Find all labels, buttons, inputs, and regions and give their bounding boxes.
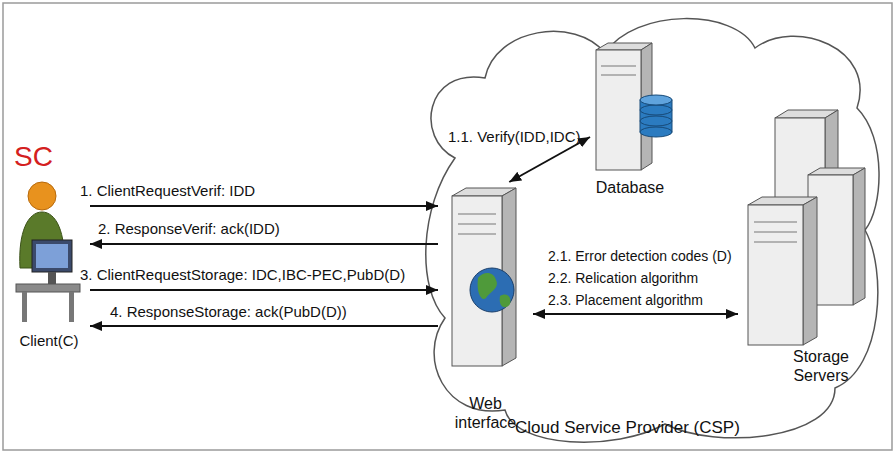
storage-servers-icon <box>748 110 865 345</box>
drive-slot <box>754 232 797 233</box>
server-side <box>803 197 817 345</box>
server-front <box>596 50 641 170</box>
drive-slot <box>601 75 636 76</box>
message-arrow <box>90 205 438 207</box>
edge-label: 2.3. Placement algorithm <box>548 292 703 309</box>
monitor-stand <box>48 272 56 284</box>
database-top <box>640 95 672 105</box>
database-disk <box>640 105 672 115</box>
drive-slot <box>458 234 496 235</box>
database-label: Database <box>585 178 675 197</box>
server-side <box>853 168 865 305</box>
drive-slot <box>458 214 496 215</box>
edge-label: 1. ClientRequestVerif: IDD <box>80 182 255 200</box>
step-note: 2.1. Error detection codes (D) <box>548 248 732 265</box>
cloud-label: Cloud Service Provider (CSP) <box>515 418 845 438</box>
globe-land <box>500 294 511 307</box>
storage-label: Storage Servers <box>776 347 866 385</box>
message-arrow <box>90 325 438 327</box>
message-arrow <box>90 243 438 245</box>
monitor-screen <box>36 244 68 268</box>
person-head <box>28 182 56 210</box>
cloud-path <box>426 19 879 443</box>
edge-label: 1.1. Verify(IDD,IDC) <box>448 128 581 146</box>
database-server-icon <box>596 43 672 170</box>
desk-leg <box>69 292 74 322</box>
monitor <box>32 240 72 272</box>
client-label: Client(C) <box>2 332 96 350</box>
message-arrow <box>90 289 438 291</box>
desk-leg <box>22 292 27 322</box>
edge-label: 3. ClientRequestStorage: IDC,IBC-PEC,Pub… <box>80 266 405 284</box>
client-key-label: SC <box>14 140 74 174</box>
drive-slot <box>458 224 496 225</box>
server-front <box>748 205 803 345</box>
edge-label: 4. ResponseStorage: ack(PubD(D)) <box>110 303 347 321</box>
message-arrow <box>533 313 738 315</box>
edge-label: 2. ResponseVerif: ack(IDD) <box>98 220 280 238</box>
database-disk <box>640 116 672 126</box>
database-disk <box>640 127 672 137</box>
globe-land <box>478 273 497 299</box>
step-note: 2.2. Relication algorithm <box>548 270 698 287</box>
web-server-icon <box>452 188 516 366</box>
outer-frame <box>3 3 892 450</box>
client-figure <box>16 182 80 322</box>
globe <box>470 268 514 312</box>
drive-slot <box>754 222 797 223</box>
desk <box>16 284 80 292</box>
drive-slot <box>754 242 797 243</box>
drive-slot <box>601 66 636 67</box>
web-interface-label: Web interface <box>438 394 533 432</box>
